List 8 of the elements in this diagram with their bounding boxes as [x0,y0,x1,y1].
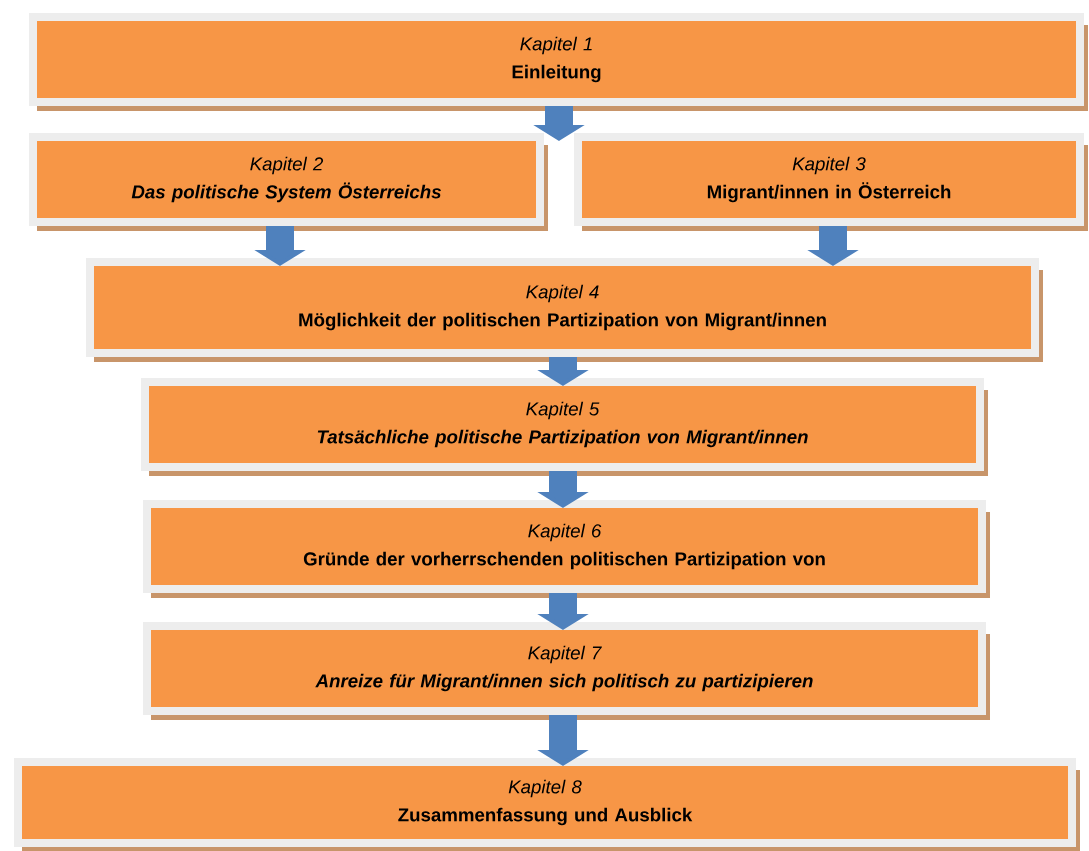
chapter-box: Kapitel 5 Tatsächliche politische Partizipation von Migrant/innen [141,378,988,476]
chapter-box: Kapitel 4 Möglichkeit der politischen Partizipation von Migrant/innen [86,258,1043,362]
chapter-box: Kapitel 1 Einleitung [29,13,1088,111]
chapter-box: Kapitel 3 Migrant/innen in Österreich [574,133,1088,231]
chapter-box: Kapitel 2 Das politische System Österreichs [29,133,548,231]
chapter-box: Kapitel 7 Anreize für Migrant/innen sich politisch zu partizipieren [143,622,990,720]
chapter-box: Kapitel 8 Zusammenfassung und Ausblick [14,758,1080,851]
chapter-box: Kapitel 6 Gründe der vorherrschenden politischen Partizipation von [143,500,990,598]
